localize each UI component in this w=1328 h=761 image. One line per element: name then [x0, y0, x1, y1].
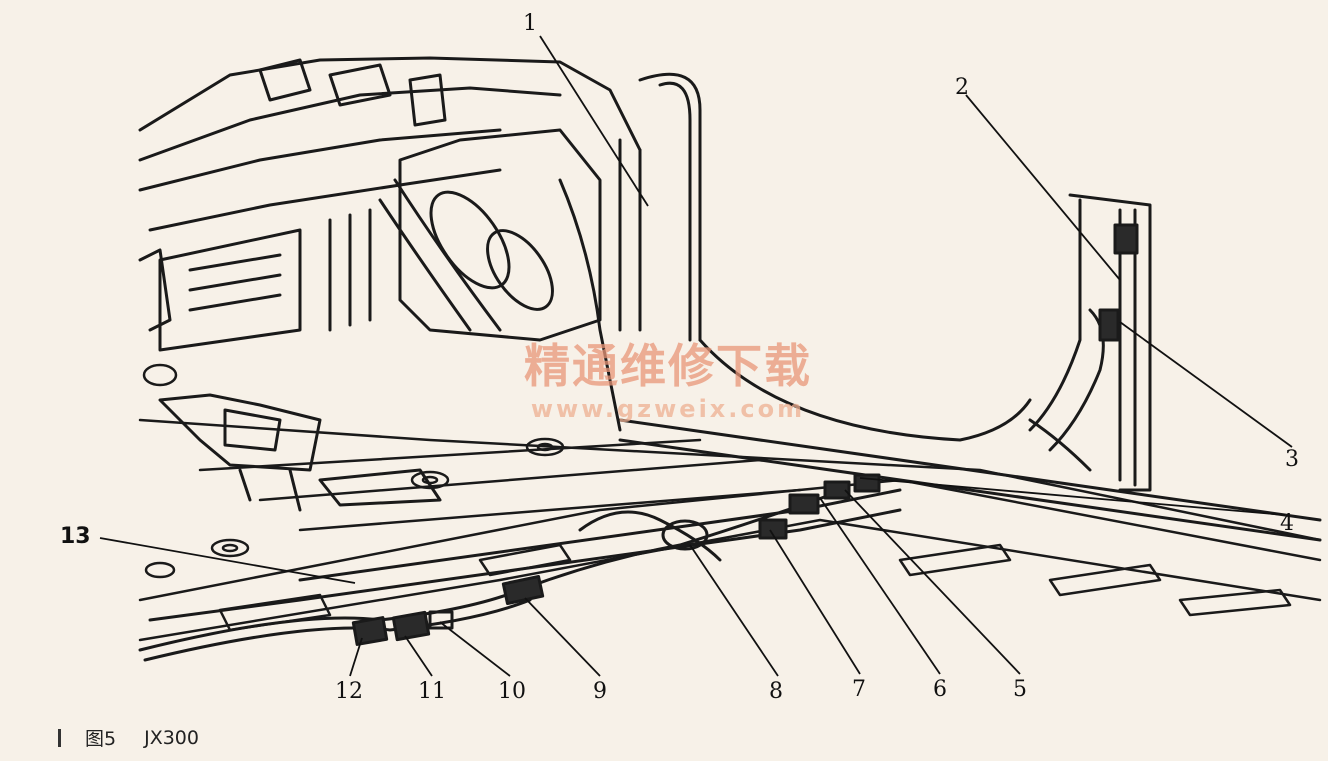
callout-11: 11	[418, 679, 446, 704]
caption-figure-number: 图5	[85, 728, 117, 750]
floor-holes	[142, 363, 565, 579]
figure-caption: 图5 JX300	[58, 724, 199, 751]
seat-bracket	[158, 393, 442, 512]
firewall	[378, 128, 602, 342]
watermark-chinese: 精通维修下载	[524, 339, 812, 393]
callout-9: 9	[593, 679, 607, 704]
callout-5: 5	[1013, 677, 1027, 702]
callout-10: 10	[498, 679, 526, 704]
dash-panel	[138, 56, 642, 352]
callout-3: 3	[1285, 447, 1299, 472]
callout-13: 13	[60, 524, 91, 549]
callout-8: 8	[769, 679, 783, 704]
connectors	[351, 223, 1139, 646]
callout-2: 2	[955, 75, 969, 100]
caption-marker	[58, 728, 61, 747]
callout-1: 1	[523, 11, 537, 36]
callout-6: 6	[933, 677, 947, 702]
b-pillar-right	[1028, 193, 1152, 492]
caption-model: JX300	[144, 726, 199, 749]
callout-4: 4	[1280, 511, 1294, 536]
callout-7: 7	[852, 677, 866, 702]
watermark-url: www.gzweix.com	[530, 395, 806, 423]
callout-12: 12	[335, 679, 363, 704]
sill-beams	[148, 418, 1322, 622]
a-pillar-left	[618, 72, 1032, 442]
leader-lines	[99, 35, 1293, 677]
callout-labels: 1 2 3 4 5 6 7 8 9 10 11 12 13	[60, 11, 1299, 704]
watermark: 精通维修下载 www.gzweix.com	[488, 338, 848, 424]
